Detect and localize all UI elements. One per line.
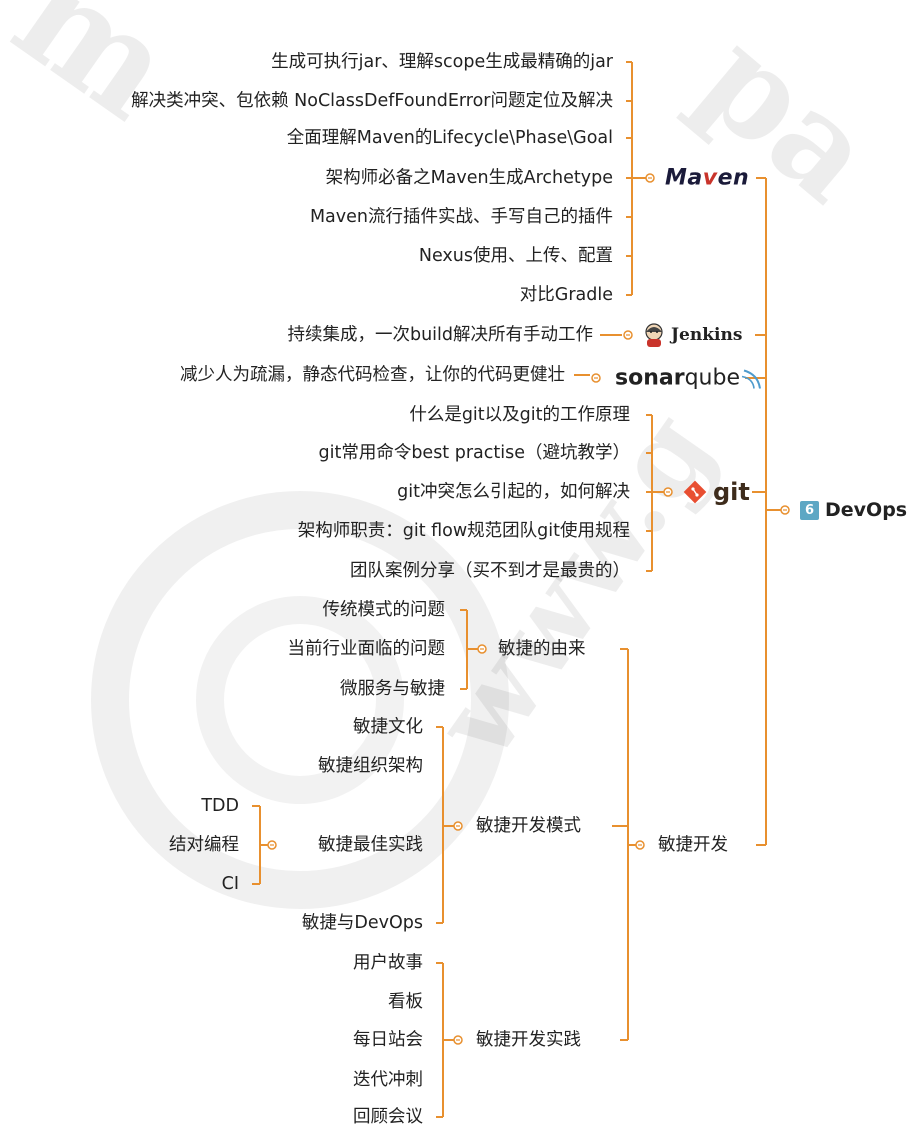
git-diamond-icon [683,480,707,504]
agile-mode-item: 敏捷最佳实践 [318,835,423,855]
agile-mode-item: 敏捷文化 [353,717,423,737]
agile-node: 敏捷开发 [658,835,728,855]
agile-practice-item: 看板 [388,992,423,1012]
git-item: 什么是git以及git的工作原理 [409,405,630,425]
maven-item: 解决类冲突、包依赖 NoClassDefFoundError问题定位及解决 [131,91,613,111]
jenkins-logo: Jenkins [643,322,742,348]
git-logo: git [683,478,750,506]
git-item: git冲突怎么引起的，如何解决 [397,482,630,502]
agile-mode-node: 敏捷开发模式 [476,816,581,836]
root-badge: 6 [800,500,819,520]
sonar-wave-icon [741,369,761,389]
agile-practice-item: 回顾会议 [353,1107,423,1127]
best-practice-item: 结对编程 [169,835,239,855]
maven-item: 生成可执行jar、理解scope生成最精确的jar [271,52,613,72]
agile-origin-node: 敏捷的由来 [498,639,586,659]
agile-practice-item: 每日站会 [353,1030,423,1050]
agile-mode-item: 敏捷组织架构 [318,756,423,776]
agile-practice-item: 迭代冲刺 [353,1070,423,1090]
agile-practice-item: 用户故事 [353,953,423,973]
root-node-devops: 6 DevOps [800,499,907,521]
maven-item: 对比Gradle [519,285,613,305]
agile-mode-item: 敏捷与DevOps [301,913,423,933]
sonarqube-item: 减少人为疏漏，静态代码检查，让你的代码更健壮 [180,365,565,385]
agile-practice-node: 敏捷开发实践 [476,1030,581,1050]
jenkins-butler-icon [645,323,663,347]
maven-item: Maven流行插件实战、手写自己的插件 [309,207,613,227]
best-practice-item: CI [221,874,239,894]
maven-item: 架构师必备之Maven生成Archetype [325,168,613,188]
jenkins-item: 持续集成，一次build解决所有手动工作 [287,325,593,345]
maven-item: 全面理解Maven的Lifecycle\Phase\Goal [286,128,613,148]
git-item: 团队案例分享（买不到才是最贵的） [350,561,630,581]
maven-item: Nexus使用、上传、配置 [418,246,613,266]
git-item: git常用命令best practise（避坑教学） [318,443,630,463]
agile-origin-item: 当前行业面临的问题 [287,639,446,659]
git-item: 架构师职责：git flow规范团队git使用规程 [297,521,630,541]
agile-origin-item: 微服务与敏捷 [340,679,445,699]
agile-origin-item: 传统模式的问题 [322,600,446,620]
best-practice-item: TDD [201,796,239,816]
maven-logo: Maven [665,165,750,191]
